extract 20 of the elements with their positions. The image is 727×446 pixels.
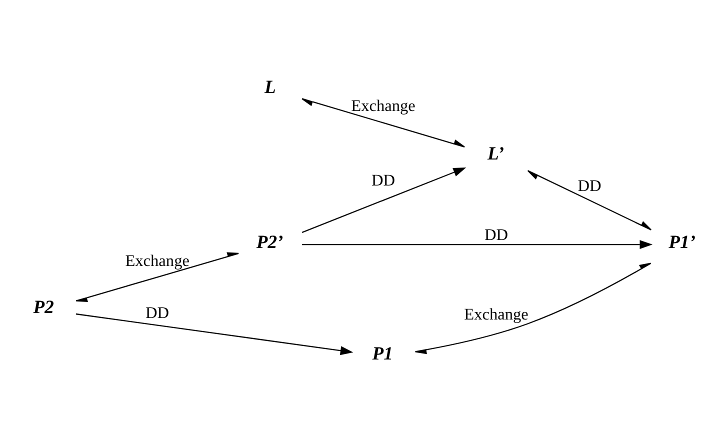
node-text: P2 [33, 297, 54, 318]
arrow [76, 313, 354, 356]
arrow [527, 170, 652, 230]
edge-label: Exchange [125, 250, 190, 270]
node-text: P1’ [668, 232, 696, 253]
arrow [414, 262, 652, 354]
arrow [76, 252, 240, 302]
edge-label: DD [372, 170, 396, 190]
node-text: L [264, 76, 276, 98]
node-text: L’ [488, 143, 504, 164]
edge-label: DD [578, 176, 602, 196]
arrow [302, 98, 466, 148]
edge-label: DD [484, 225, 508, 244]
edge-label: Exchange [351, 96, 416, 115]
edge-label: DD [146, 303, 170, 322]
edge-label: Exchange [464, 304, 528, 324]
arrow [302, 167, 466, 233]
node-text: P2’ [256, 232, 284, 253]
arrow [302, 240, 653, 250]
node-text: P1 [372, 344, 393, 365]
